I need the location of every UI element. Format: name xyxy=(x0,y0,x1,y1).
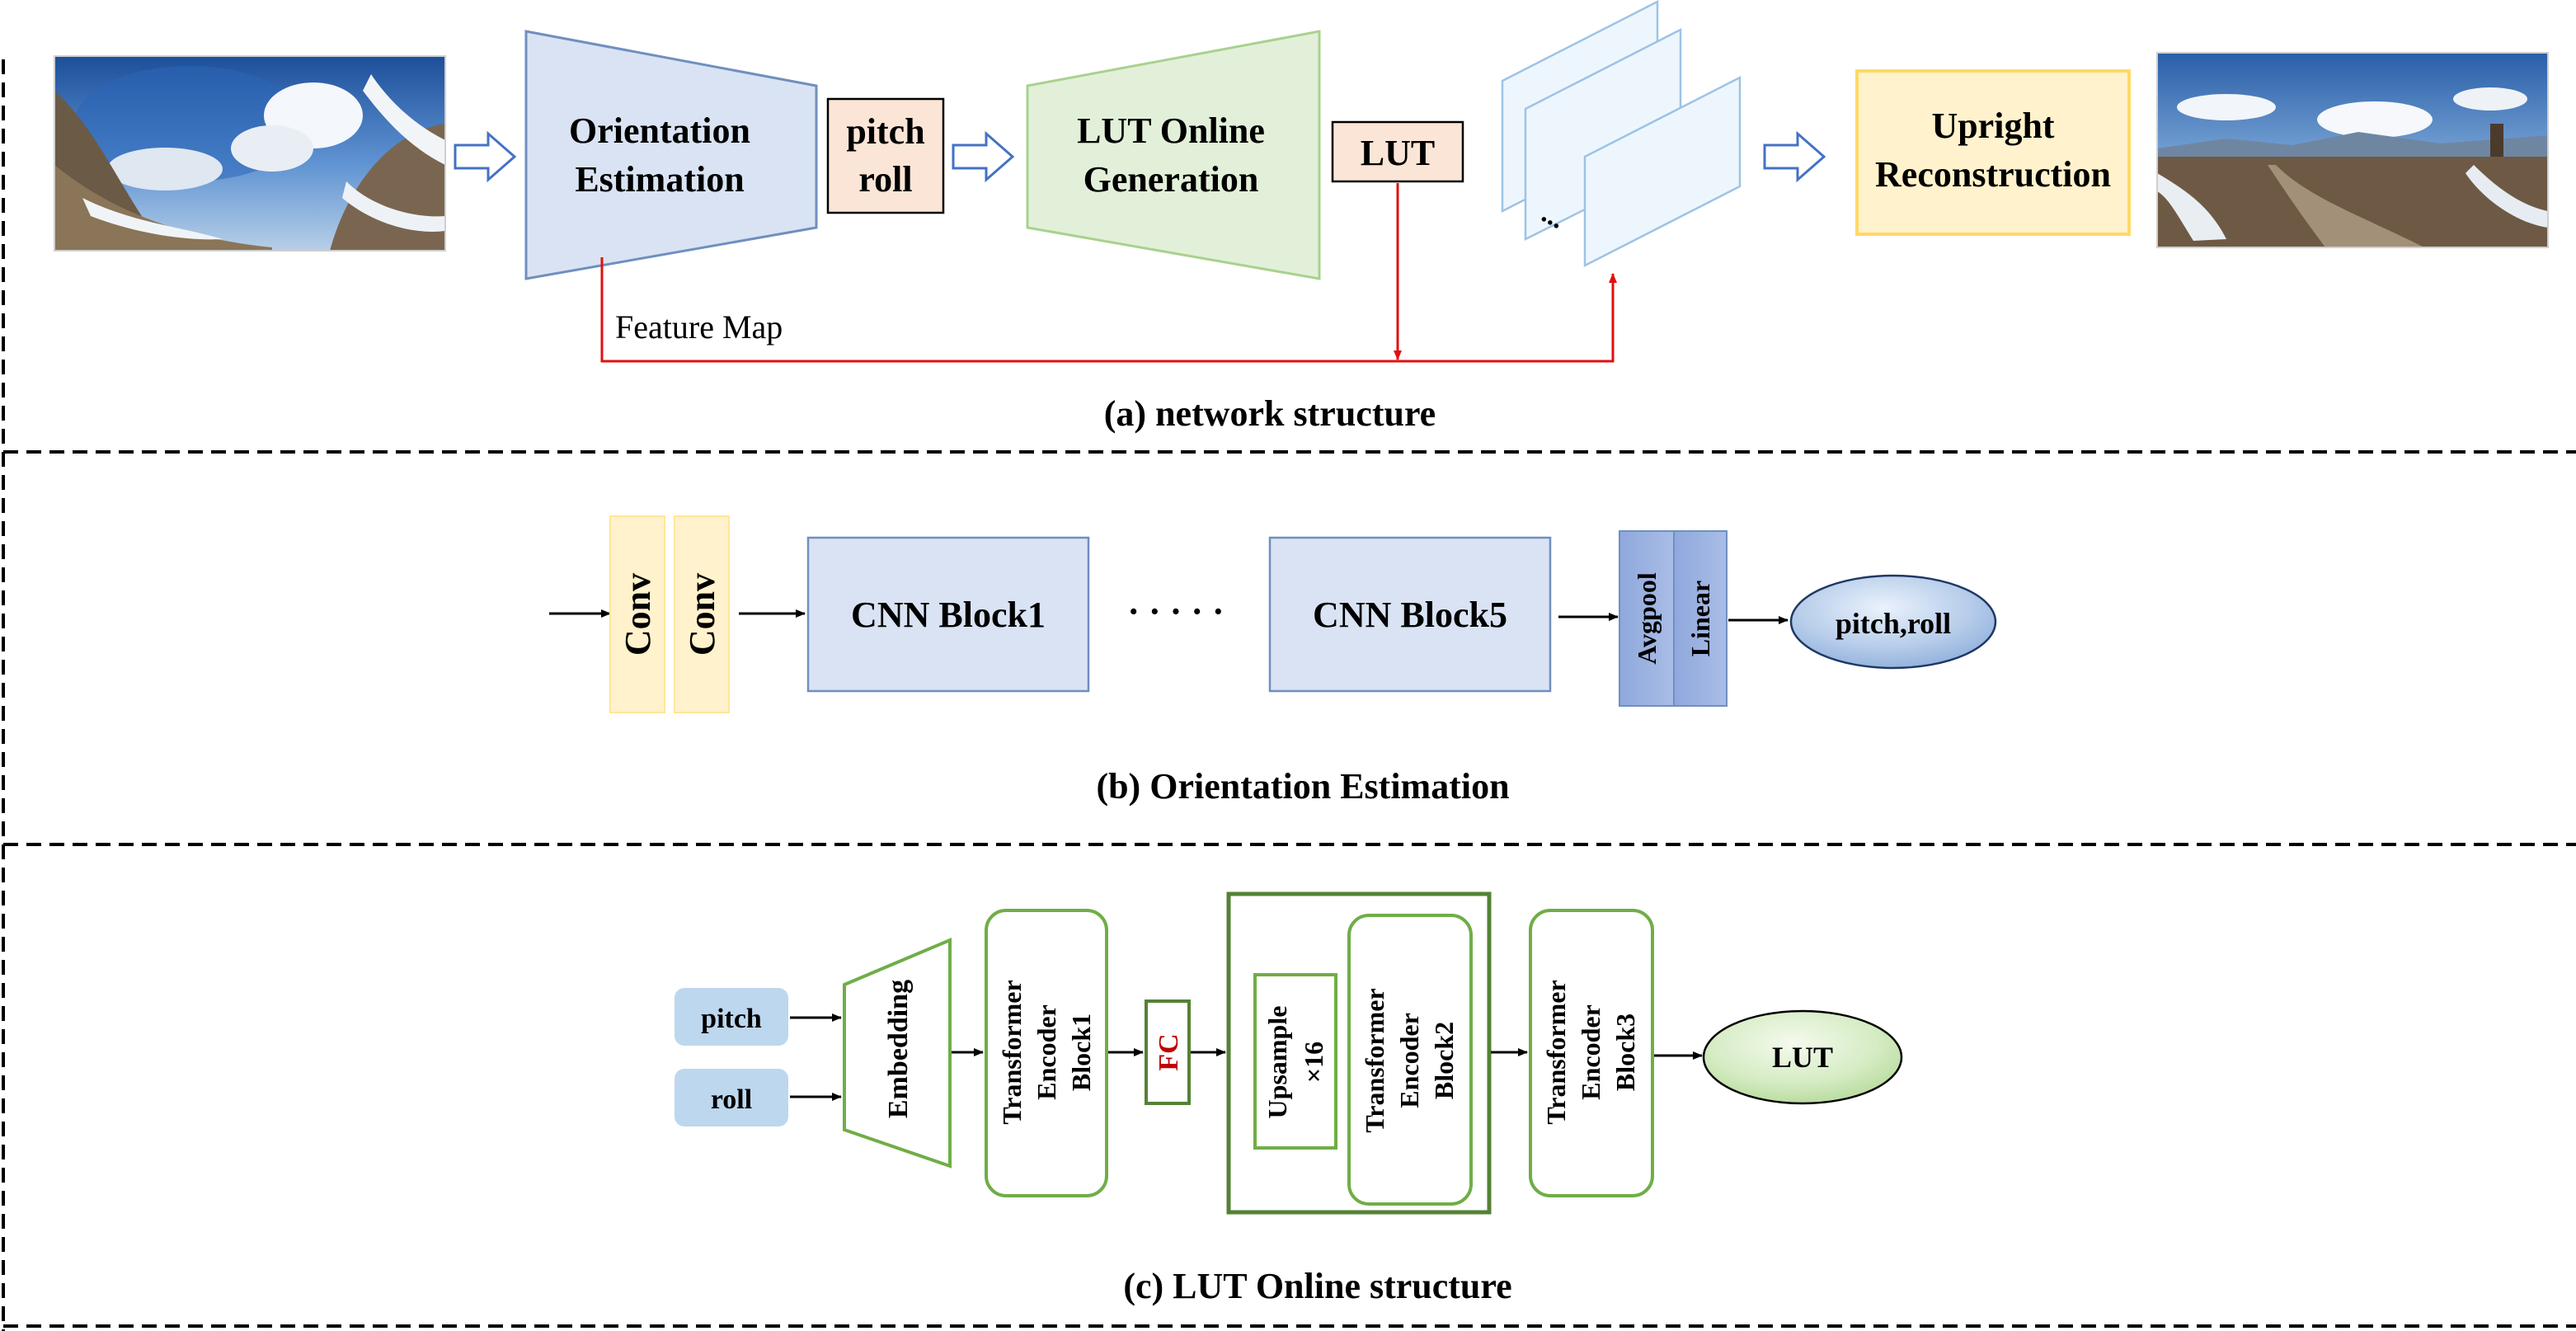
cnn-block1-label: CNN Block1 xyxy=(851,595,1046,635)
roll-input-label: roll xyxy=(711,1084,752,1115)
linear-label: Linear xyxy=(1685,581,1715,656)
conv-label-1: Conv xyxy=(618,573,658,656)
panel-c-lut-online-structure: pitch roll Embedding Transformer Encoder… xyxy=(675,891,1903,1306)
hollow-arrow-2 xyxy=(952,130,1015,183)
encoder1-line1: Transformer xyxy=(997,980,1027,1124)
avgpool-label: Avgpool xyxy=(1632,572,1662,665)
pitch-roll-box: pitch roll xyxy=(826,97,945,214)
fc-label: FC xyxy=(1154,1033,1184,1070)
cnn-block5-label: CNN Block5 xyxy=(1313,595,1507,635)
pitch-roll-output-label: pitch,roll xyxy=(1836,607,1951,640)
feature-map-connections xyxy=(600,183,1617,363)
cnn-block1: CNN Block1 xyxy=(806,536,1090,693)
pitch-roll-line2: roll xyxy=(858,159,912,200)
panel-b-caption: (b) Orientation Estimation xyxy=(1096,766,1509,807)
encoder2-line1: Transformer xyxy=(1360,988,1389,1132)
upright-reconstruction-line1: Upright xyxy=(1931,106,2054,146)
upsample-line2: ×16 xyxy=(1299,1042,1328,1083)
panel-b-orientation-estimation: Conv Conv CNN Block1 · · · · · CNN Block… xyxy=(549,515,1997,807)
encoder3-line3: Block3 xyxy=(1610,1014,1640,1091)
upright-reconstruction-line2: Reconstruction xyxy=(1875,154,2111,195)
lut-online-generation-block: LUT Online Generation xyxy=(1026,30,1321,280)
pitch-input-label: pitch xyxy=(701,1004,762,1034)
lut-online-generation-line1: LUT Online xyxy=(1077,111,1265,151)
cnn-ellipsis: · · · · · xyxy=(1127,591,1224,632)
transformer-encoder-block3: Transformer Encoder Block3 xyxy=(1529,909,1654,1197)
fc-layer: FC xyxy=(1145,999,1191,1105)
output-panorama-image xyxy=(2156,52,2549,248)
lut-box-label: LUT xyxy=(1361,133,1435,173)
conv-block-1: Conv xyxy=(609,515,665,713)
encoder3-line2: Encoder xyxy=(1576,1004,1605,1100)
panel-a-caption: (a) network structure xyxy=(1104,393,1436,434)
pitch-roll-output: pitch,roll xyxy=(1789,574,1997,670)
pitch-roll-line1: pitch xyxy=(846,111,924,152)
transformer-encoder-block2: Transformer Encoder Block2 xyxy=(1347,914,1473,1206)
lut-feature-stack xyxy=(1501,0,1742,268)
encoder2-line2: Encoder xyxy=(1394,1013,1424,1108)
conv-label-2: Conv xyxy=(682,573,722,656)
encoder1-line2: Encoder xyxy=(1032,1004,1061,1100)
transformer-encoder-block1: Transformer Encoder Block1 xyxy=(985,909,1108,1197)
encoder2-line3: Block2 xyxy=(1429,1022,1459,1099)
input-panorama-image xyxy=(54,55,446,252)
upsample-encoder2-group: Upsample ×16 Transformer Encoder Block2 xyxy=(1226,891,1492,1215)
lut-online-generation-line2: Generation xyxy=(1084,159,1259,200)
pitch-input: pitch xyxy=(675,988,788,1046)
orientation-estimation-line1: Orientation xyxy=(569,111,750,151)
feature-map-label: Feature Map xyxy=(615,308,783,346)
cnn-block5: CNN Block5 xyxy=(1268,536,1552,693)
conv-block-2: Conv xyxy=(674,515,730,713)
linear-layer: Linear xyxy=(1673,530,1728,707)
encoder3-line1: Transformer xyxy=(1541,980,1571,1124)
upsample-line1: Upsample xyxy=(1262,1006,1292,1119)
panel-c-caption: (c) LUT Online structure xyxy=(1123,1266,1511,1306)
hollow-arrow-1 xyxy=(454,130,517,183)
embedding-label: Embedding xyxy=(883,980,914,1118)
orientation-estimation-block: Orientation Estimation xyxy=(524,30,818,280)
avgpool-layer: Avgpool xyxy=(1619,530,1675,707)
upsample-block: Upsample ×16 xyxy=(1253,973,1337,1150)
roll-input: roll xyxy=(675,1069,788,1126)
encoder1-line3: Block1 xyxy=(1066,1014,1096,1091)
embedding-block: Embedding xyxy=(843,937,952,1169)
lut-output: LUT xyxy=(1702,1009,1903,1105)
hollow-arrow-3 xyxy=(1763,130,1826,183)
orientation-estimation-line2: Estimation xyxy=(575,159,744,200)
panel-a-network-structure: Orientation Estimation pitch roll LUT On… xyxy=(54,0,2549,434)
panel-borders xyxy=(2,59,2576,1331)
lut-box: LUT xyxy=(1331,120,1464,183)
upright-reconstruction-box: Upright Reconstruction xyxy=(1855,69,2131,236)
lut-output-label: LUT xyxy=(1772,1041,1833,1074)
